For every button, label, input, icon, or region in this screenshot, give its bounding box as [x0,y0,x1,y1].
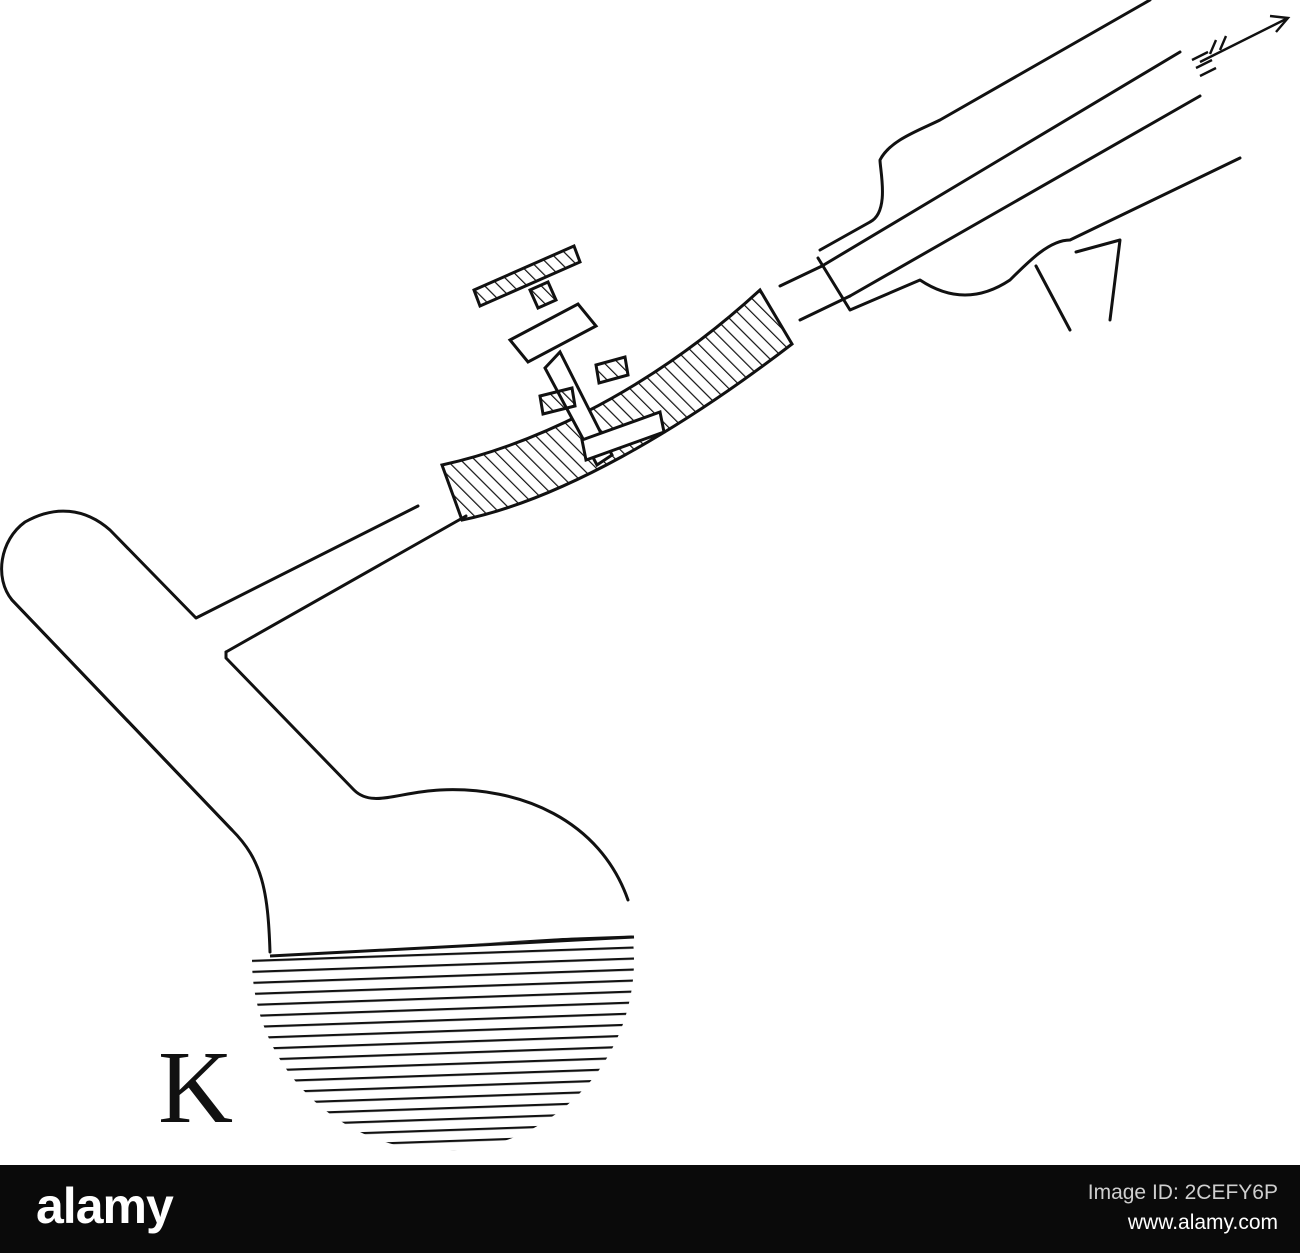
apparatus-figure: K [0,0,1291,1151]
brand-logo: alamy [36,1178,174,1234]
delivery-tube [778,264,852,322]
site-url: www.alamy.com [1127,1211,1278,1234]
flask-neck-right [224,650,630,902]
condenser-jacket [816,0,1242,312]
condenser-side-arm [1034,238,1122,332]
apparatus-drawing [0,0,1291,1151]
flask-neck-left [10,598,234,832]
flask-bulb [252,769,635,1151]
flask-outline [0,504,468,954]
liquid-surface [269,935,635,958]
watermark-bar: alamy Image ID: 2CEFY6P www.alamy.com [0,1165,1300,1253]
flask-label: K [158,1030,234,1145]
rubber-connector [440,287,794,522]
screw-clamp [472,243,666,468]
liquid [252,932,634,1151]
flow-arrow [1191,14,1291,78]
image-id-caption: Image ID: 2CEFY6P [1087,1181,1278,1204]
condenser-inner [820,50,1202,298]
